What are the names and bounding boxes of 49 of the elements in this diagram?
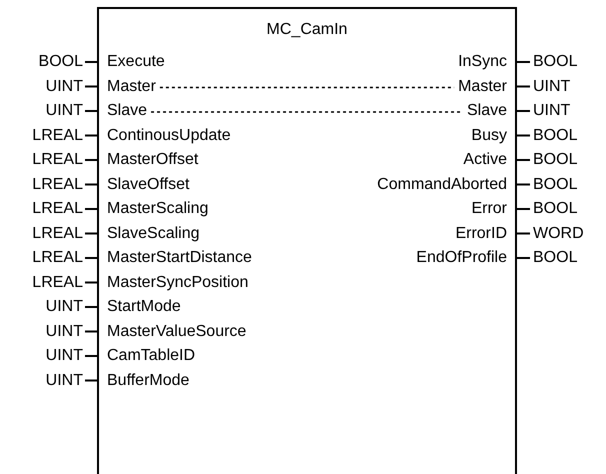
data-type-label: BOOL: [533, 53, 578, 71]
input-pin-name: Slave: [107, 102, 148, 120]
output-pin-name: InSync: [458, 53, 507, 71]
data-type-label: UINT: [46, 78, 83, 96]
output-pin-name: Slave: [466, 102, 507, 120]
input-pin-name: SlaveScaling: [107, 224, 200, 242]
data-type-label: WORD: [533, 224, 584, 242]
input-pin-name: MasterValueSource: [107, 322, 246, 340]
data-type-label: BOOL: [533, 200, 578, 218]
data-type-label: BOOL: [38, 53, 83, 71]
data-type-label: BOOL: [533, 126, 578, 144]
output-pin-name: Error: [471, 200, 507, 218]
input-pin-name: ContinousUpdate: [107, 126, 231, 144]
input-pin-name: CamTableID: [107, 347, 196, 365]
input-pin-name: SlaveOffset: [107, 176, 190, 194]
data-type-label: LREAL: [32, 151, 83, 169]
function-block: [97, 7, 517, 474]
data-type-label: LREAL: [32, 224, 83, 242]
data-type-label: LREAL: [32, 126, 83, 144]
data-type-label: UINT: [533, 78, 570, 96]
input-pin-name: MasterStartDistance: [107, 249, 252, 267]
data-type-label: LREAL: [32, 249, 83, 267]
data-type-label: UINT: [46, 347, 83, 365]
output-pin-name: ErrorID: [455, 224, 507, 242]
input-pin-name: MasterOffset: [107, 151, 198, 169]
output-pin-name: Busy: [471, 126, 507, 144]
input-pin-name: StartMode: [107, 298, 181, 316]
output-pin-name: Active: [463, 151, 507, 169]
block-title: MC_CamIn: [266, 21, 348, 39]
data-type-label: UINT: [533, 102, 570, 120]
output-pin-name: Master: [458, 78, 507, 96]
data-type-label: LREAL: [32, 274, 83, 292]
data-type-label: BOOL: [533, 151, 578, 169]
data-type-label: UINT: [46, 372, 83, 390]
input-pin-name: MasterScaling: [107, 200, 208, 218]
output-pin-name: EndOfProfile: [416, 249, 507, 267]
data-type-label: LREAL: [32, 176, 83, 194]
input-pin-name: BufferMode: [107, 372, 190, 390]
data-type-label: BOOL: [533, 249, 578, 267]
input-pin-name: MasterSyncPosition: [107, 274, 248, 292]
data-type-label: UINT: [46, 298, 83, 316]
input-pin-name: Execute: [107, 53, 165, 71]
data-type-label: UINT: [46, 322, 83, 340]
data-type-label: UINT: [46, 102, 83, 120]
dashed-connector: [151, 111, 463, 113]
input-pin-name: Master: [107, 78, 156, 96]
data-type-label: BOOL: [533, 176, 578, 194]
output-pin-name: CommandAborted: [377, 176, 507, 194]
data-type-label: LREAL: [32, 200, 83, 218]
